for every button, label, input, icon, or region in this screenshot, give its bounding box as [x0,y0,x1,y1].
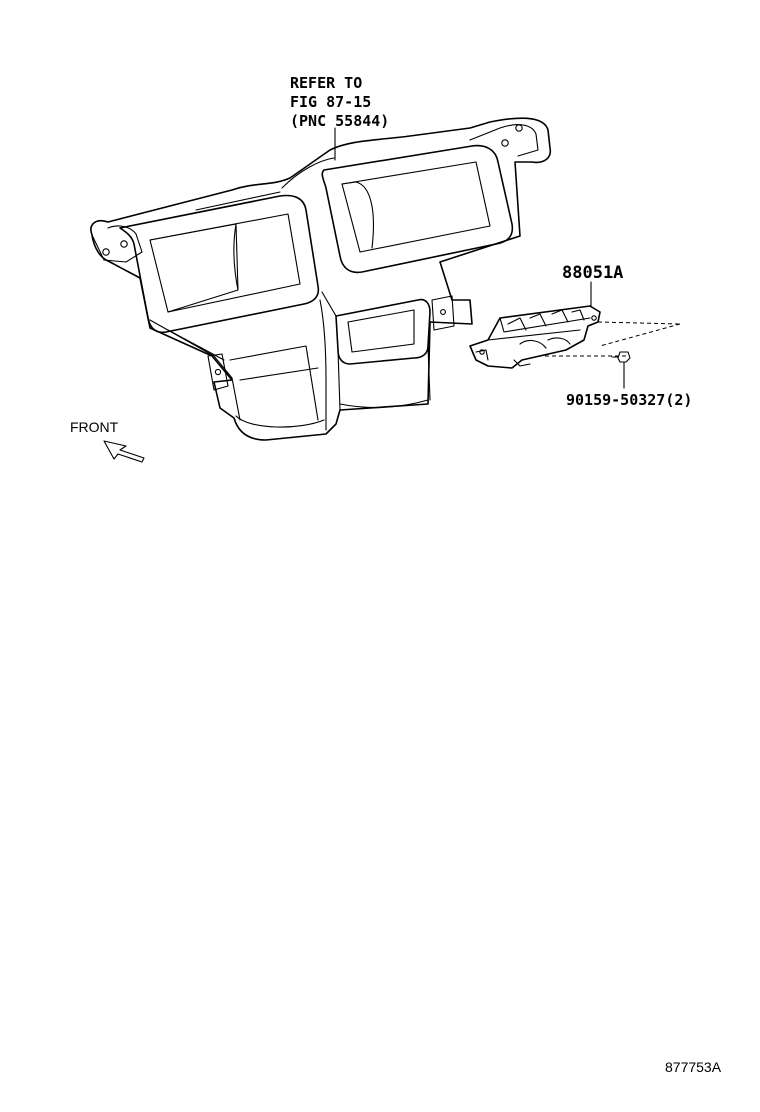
front-label: FRONT [70,419,119,435]
screw-icon [611,351,631,363]
part-number-label: 88051A [562,263,623,283]
pnc-reference-label: (PNC 55844) [290,112,389,130]
fig-reference-label: FIG 87-15 [290,93,371,111]
illustration-id: 877753A [665,1059,722,1075]
dashed-guide-diagonal [599,323,681,347]
screw-number-label: 90159-50327(2) [566,391,692,409]
dashed-guide-upper [597,321,681,325]
refer-to-label: REFER TO [290,74,362,92]
air-duct-assembly [90,117,552,441]
front-arrow-icon [103,440,145,463]
control-module-88051a [469,305,601,369]
